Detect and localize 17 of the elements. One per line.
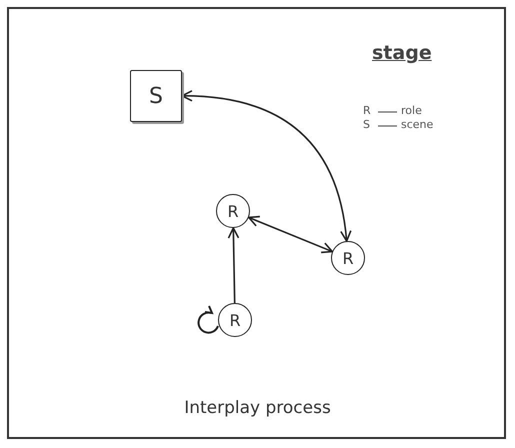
node-label: R	[342, 248, 354, 268]
scene-box	[130, 70, 182, 122]
arrow	[228, 227, 240, 304]
node-label: R	[227, 202, 239, 220]
arrow	[248, 216, 334, 254]
caption: Interplay process	[183, 398, 332, 418]
arrow	[181, 90, 352, 242]
node-label: R	[229, 310, 241, 330]
legend-text: role	[401, 104, 422, 117]
node-label: S	[149, 84, 163, 108]
role-circle	[331, 241, 365, 275]
legend-key: S	[363, 118, 370, 131]
role-circle	[218, 303, 252, 337]
legend-text: scene	[401, 118, 434, 131]
legend-title: stage	[372, 42, 432, 64]
legend-key: R	[363, 104, 371, 117]
role-circle	[216, 194, 250, 228]
